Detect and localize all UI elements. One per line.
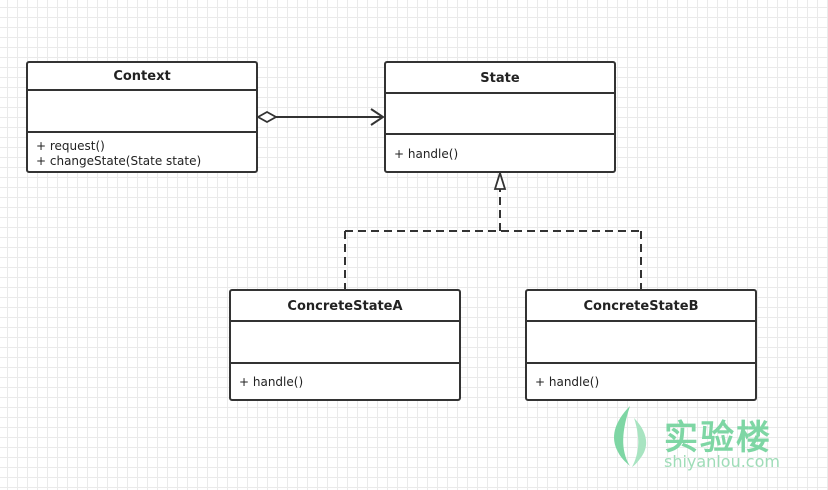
concrete-state-b-class-name: ConcreteStateB	[527, 291, 755, 322]
concrete-state-a-method-handle: + handle()	[239, 375, 304, 389]
concrete-state-a-class-name: ConcreteStateA	[231, 291, 459, 322]
context-class-name: Context	[28, 63, 256, 91]
concrete-state-a-class[interactable]: ConcreteStateA + handle()	[229, 289, 461, 401]
concrete-state-b-class[interactable]: ConcreteStateB + handle()	[525, 289, 757, 401]
realization-arrowhead	[493, 169, 507, 190]
context-method-change-state: + changeState(State state)	[36, 154, 202, 168]
concrete-state-b-method-handle: + handle()	[535, 375, 600, 389]
context-methods: + request() + changeState(State state)	[28, 133, 256, 169]
watermark-name: 实验楼	[664, 418, 772, 458]
aggregation-diamond	[256, 110, 278, 124]
watermark-domain: shiyanlou.com	[664, 452, 780, 471]
state-class-name: State	[386, 63, 614, 94]
concrete-state-b-methods: + handle()	[527, 364, 755, 390]
state-class[interactable]: State + handle()	[384, 61, 616, 173]
shiyanlou-logo-icon	[614, 406, 647, 467]
concrete-state-a-attributes	[231, 322, 459, 364]
state-method-handle: + handle()	[394, 147, 459, 161]
context-class[interactable]: Context + request() + changeState(State …	[26, 61, 258, 173]
context-attributes	[28, 91, 256, 133]
concrete-state-a-methods: + handle()	[231, 364, 459, 390]
navigation-arrowhead	[370, 108, 385, 126]
state-methods: + handle()	[386, 135, 614, 162]
state-attributes	[386, 94, 614, 135]
context-method-request: + request()	[36, 139, 105, 153]
concrete-state-b-attributes	[527, 322, 755, 364]
shiyanlou-watermark: 实验楼 shiyanlou.com	[606, 402, 786, 476]
